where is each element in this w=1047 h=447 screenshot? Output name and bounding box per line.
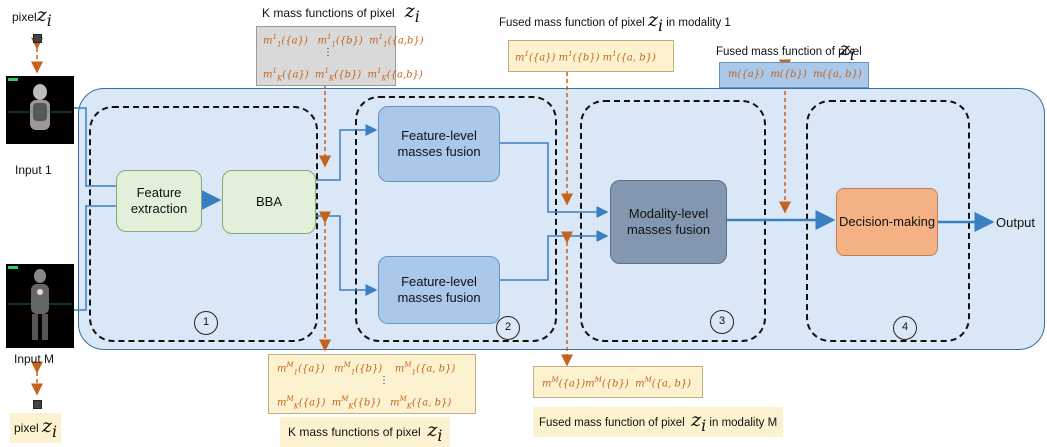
mass-row-mk: mMK({a}) mMK({b}) mMK({a, b}) <box>277 395 452 411</box>
feature-extraction-box: Feature extraction <box>116 170 202 232</box>
k-mass-box-top: m11({a}) m11({b}) m11({a,b}) ⋮ m1K({a}) … <box>256 26 424 86</box>
stage-1-badge: 1 <box>194 311 218 335</box>
bba-box: BBA <box>222 170 316 234</box>
fused-final-masses: m({a}) m({b}) m({a, b}) <box>728 69 862 80</box>
output-label: Output <box>996 215 1036 230</box>
input-1-label: Input 1 <box>15 163 52 177</box>
pixel-marker-bottom <box>33 400 42 409</box>
input-1-image <box>6 76 74 144</box>
decision-making-box: Decision-making <box>836 188 938 256</box>
feature-level-fusion-top: Feature-level masses fusion <box>378 106 500 182</box>
fused-modality1-box: m1({a}) m1({b}) m1({a, b}) <box>508 40 674 72</box>
stage-2-region <box>355 96 557 342</box>
stage-1-region <box>89 106 318 342</box>
modality-level-fusion-box: Modality-level masses fusion <box>610 180 727 264</box>
input-m-label: Input M <box>14 352 55 366</box>
stage-2-badge: 2 <box>496 316 520 340</box>
fused-final-title: Fused mass function of pixelzi <box>716 38 862 64</box>
fused-modalityM-box: mM({a})mM({b}) mM({a, b}) <box>533 366 703 398</box>
k-mass-title-bottom: K mass functions of pixel zi <box>280 417 451 447</box>
k-mass-title-top: K mass functions of pixel zi <box>262 0 420 26</box>
pixel-label-bottom: pixel zi <box>10 413 62 443</box>
mass-ellipsis-bottom: ⋮ <box>379 375 389 386</box>
mass-row-m1: mM1({a}) mM1({b}) mM1({a, b}) <box>277 361 456 377</box>
mass-row-k: m1K({a}) m1K({b}) m1K({a,b}) <box>263 67 423 83</box>
input-m-image <box>6 264 74 348</box>
stage-4-badge: 4 <box>893 316 917 340</box>
pixel-label-top: pixelzi <box>12 4 52 30</box>
mass-ellipsis: ⋮ <box>323 47 333 58</box>
fused-final-box: m({a}) m({b}) m({a, b}) <box>719 62 869 88</box>
stage-3-badge: 3 <box>710 310 734 334</box>
k-mass-box-bottom: mM1({a}) mM1({b}) mM1({a, b}) ⋮ mMK({a})… <box>268 354 476 414</box>
pixel-marker-top <box>33 34 42 43</box>
feature-level-fusion-bottom: Feature-level masses fusion <box>378 256 500 324</box>
fused-modalityM-title: Fused mass function of pixel zi in modal… <box>533 407 784 437</box>
mass-row-1: m11({a}) m11({b}) m11({a,b}) <box>263 33 424 49</box>
fused-modality1-title: Fused mass function of pixel zi in modal… <box>499 9 731 35</box>
fused1-masses: m1({a}) m1({b}) m1({a, b}) <box>515 50 656 64</box>
fusedM-masses: mM({a})mM({b}) mM({a, b}) <box>542 376 692 390</box>
